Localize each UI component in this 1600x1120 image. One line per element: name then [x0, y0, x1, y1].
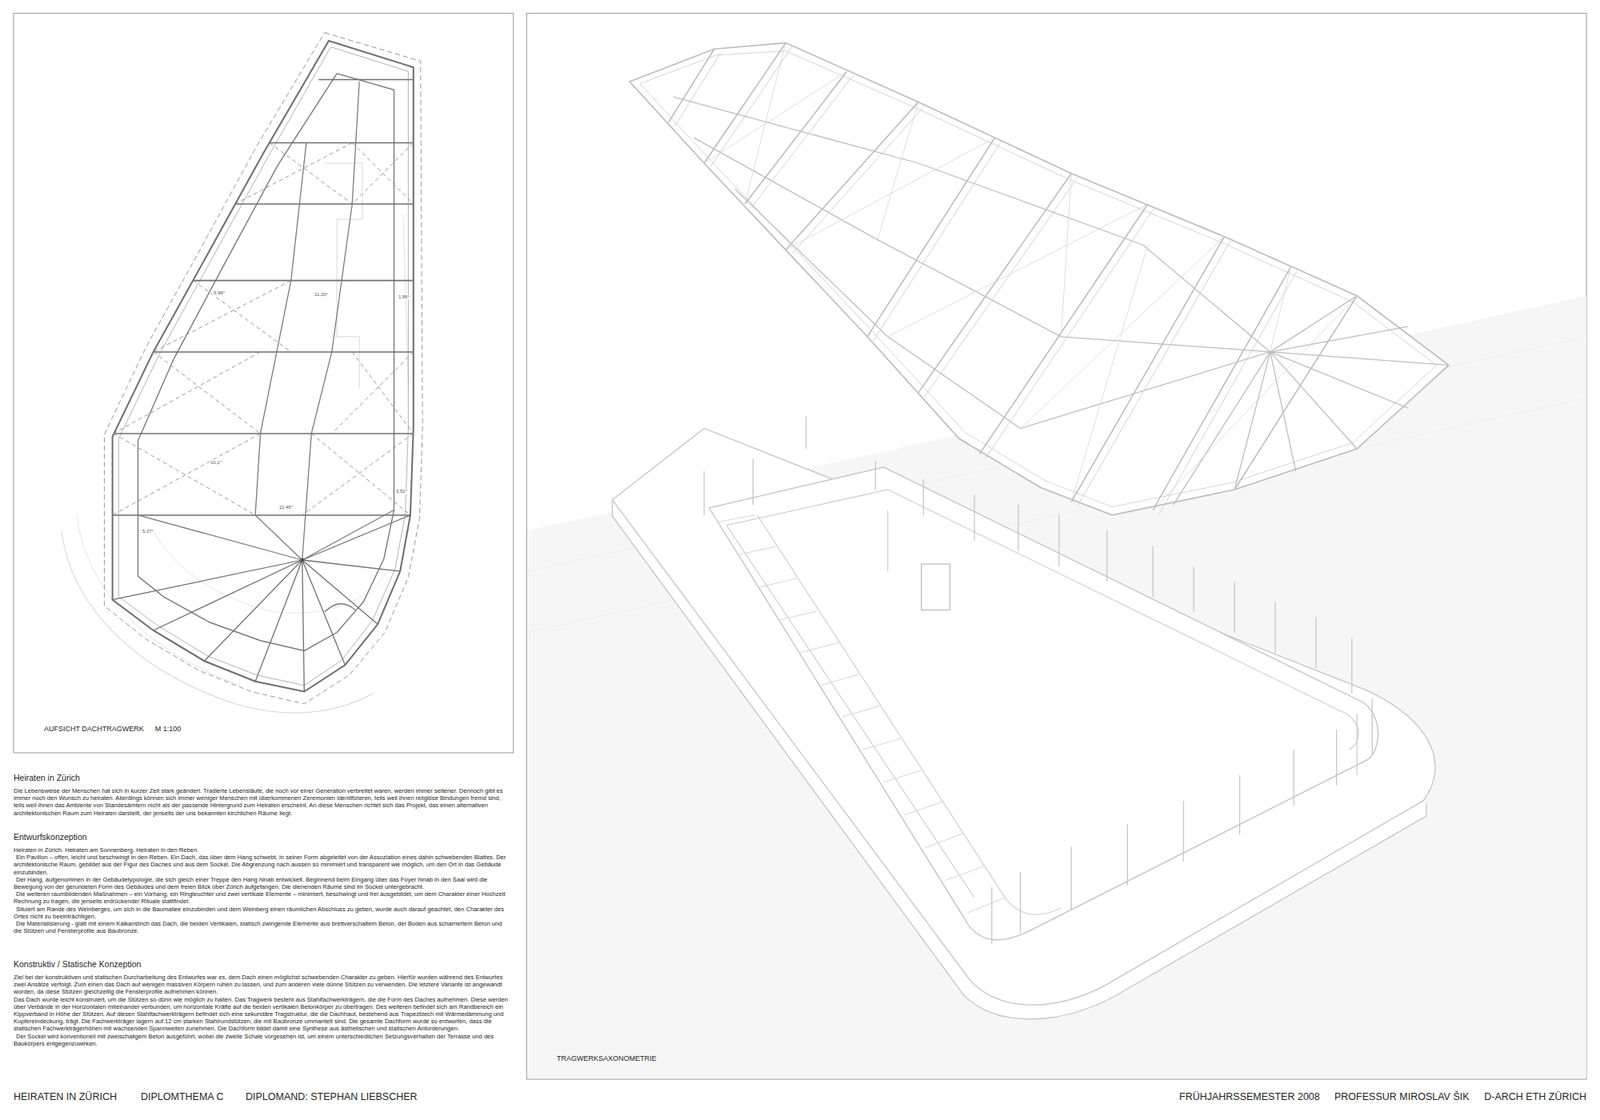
body-text: Ziel bei der konstruktiven und statische…: [13, 973, 512, 996]
body-text: Das Dach wurde leicht konstruiert, um di…: [13, 996, 512, 1033]
section-heading: Heiraten in Zürich: [13, 772, 512, 784]
body-text: Der Sockel wird konventionell mit zweisc…: [13, 1032, 512, 1048]
body-text: Ein Pavillon – offen, leicht und beschwi…: [13, 853, 512, 876]
body-text: Heiraten in Zürich. Heiraten am Sonnenbe…: [13, 846, 512, 854]
footer-text: HEIRATEN IN ZÜRICH: [13, 1091, 117, 1103]
roof-plan: [61, 32, 423, 713]
dimension-label: 11,45°: [278, 504, 294, 511]
roof-axonometry: [629, 43, 1449, 516]
body-text: Die Materialisierung - glatt mit einem K…: [13, 920, 512, 935]
section-heading: Konstruktiv / Statische Konzeption: [13, 959, 512, 970]
dimension-label: 5,37°: [141, 528, 155, 535]
body-text: Die weiteren raumbildenden Maßnahmen – e…: [13, 890, 512, 905]
building-axonometry: [612, 416, 1436, 1020]
body-text: Die Lebensweise der Menschen hat sich in…: [13, 787, 512, 817]
body-text: Situiert am Rande des Weinberges, um sic…: [13, 905, 512, 920]
body-text: Der Hang, aufgenommen in der Gebäudetypo…: [13, 876, 512, 891]
footer-text: DIPLOMAND: STEPHAN LIEBSCHER: [245, 1091, 418, 1103]
footer-text: FRÜHJAHRSSEMESTER 2008: [1179, 1091, 1320, 1103]
text-column: EntwurfskonzeptionHeiraten in Zürich. He…: [13, 832, 512, 935]
drawing-title: TRAGWERKSAXONOMETRIE: [556, 1054, 657, 1063]
dimension-label: 11,20°: [313, 292, 329, 298]
footer-text: PROFESSUR MIROSLAV ŠIK: [1334, 1091, 1470, 1103]
dimension-label: 5,99°: [212, 290, 226, 296]
plan-frame: [13, 13, 514, 753]
axonometry-frame: [526, 13, 1587, 1080]
section-heading: Entwurfskonzeption: [13, 832, 512, 843]
text-column: Heiraten in ZürichDie Lebensweise der Me…: [13, 772, 512, 817]
footer-text: DIPLOMTHEMA C: [140, 1091, 224, 1103]
drawing-title: AUFSICHT DACHTRAGWERK: [44, 724, 144, 733]
footer-text: D-ARCH ETH ZÜRICH: [1484, 1091, 1587, 1103]
dimension-label: 10,1°: [209, 460, 223, 466]
dimension-label: 1,86°: [397, 294, 411, 300]
dimension-label: 3,52°: [395, 488, 408, 495]
text-column: Konstruktiv / Statische KonzeptionZiel b…: [13, 959, 512, 1048]
drawing-scale: M 1:100: [155, 724, 182, 733]
